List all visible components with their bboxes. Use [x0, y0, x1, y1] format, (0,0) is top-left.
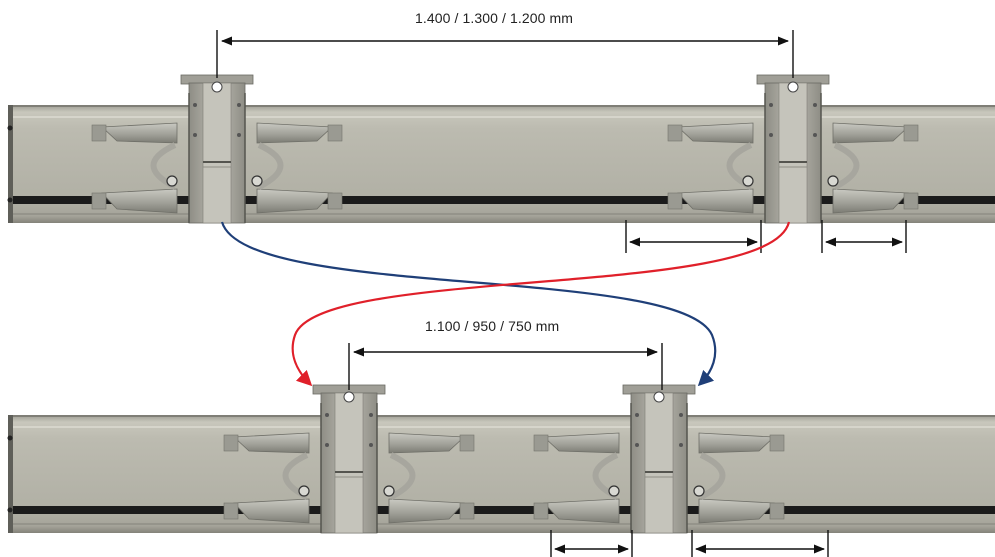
top-spacing-label: 1.400 / 1.300 / 1.200 mm: [415, 10, 574, 26]
red-move-arrow: [291, 221, 791, 387]
top-wing-dimension-right: [821, 220, 907, 253]
bottom-spacing-label: 1.100 / 950 / 750 mm: [425, 318, 560, 334]
blue-move-arrow: [220, 221, 717, 387]
bottom-spacing-dimension: [348, 343, 663, 390]
bottom-rail: [7, 415, 995, 533]
bottom-wing-dimension-left: [550, 530, 633, 557]
bottom-wing-dimension-right: [691, 530, 829, 557]
top-wing-dimension-left: [625, 220, 762, 253]
top-spacing-dimension: [216, 30, 794, 78]
